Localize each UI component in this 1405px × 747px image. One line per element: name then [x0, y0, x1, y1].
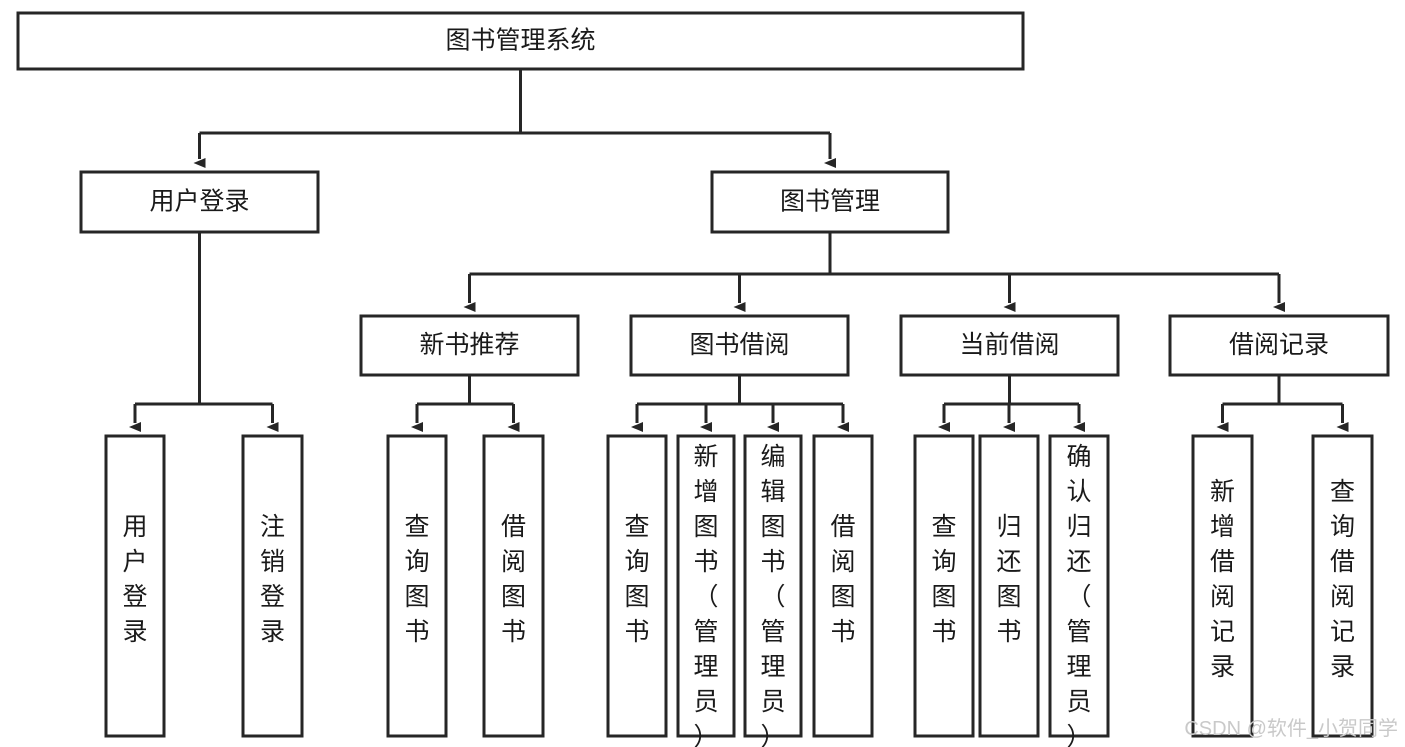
edge-group-record: [1216, 375, 1349, 432]
node-label: 归还图书: [996, 513, 1021, 646]
node-l-cu-conf[interactable]: 确认归还（管理员）: [1048, 434, 1110, 747]
node-label: 借阅图书: [830, 513, 855, 646]
node-label: 图书管理: [780, 188, 880, 216]
node-l-rc-query[interactable]: 查询借阅记录: [1311, 434, 1374, 738]
node-l-logout[interactable]: 注销登录: [241, 434, 304, 738]
node-label: 当前借阅: [959, 331, 1059, 359]
node-current[interactable]: 当前借阅: [899, 314, 1120, 377]
node-borrow[interactable]: 图书借阅: [629, 314, 850, 377]
node-newbook[interactable]: 新书推荐: [359, 314, 580, 377]
node-label: 新增借阅记录: [1210, 478, 1235, 681]
node-label: 用户登录: [122, 513, 147, 646]
node-label: 新书推荐: [419, 331, 519, 359]
node-label: 确认归还（管理员）: [1066, 443, 1091, 747]
node-box: [606, 434, 668, 738]
edge-group-login: [129, 232, 279, 432]
edge-group-root: [193, 69, 836, 168]
node-box: [676, 434, 736, 738]
node-box: [386, 434, 448, 738]
edge-group-borrow: [631, 375, 849, 432]
node-label: 查询图书: [404, 513, 429, 646]
edge-group-newbook: [411, 375, 520, 432]
node-box: [16, 11, 1025, 71]
node-l-bw-add[interactable]: 新增图书（管理员）: [676, 434, 736, 747]
node-box: [482, 434, 545, 738]
node-label: 新增图书（管理员）: [693, 443, 718, 747]
node-box: [241, 434, 304, 738]
node-l-nb-query[interactable]: 查询图书: [386, 434, 448, 738]
node-box: [359, 314, 580, 377]
node-login[interactable]: 用户登录: [79, 170, 320, 234]
edge-group-current: [938, 375, 1085, 432]
node-bookmgmt[interactable]: 图书管理: [710, 170, 950, 234]
node-box: [79, 170, 320, 234]
node-box: [1311, 434, 1374, 738]
node-box: [978, 434, 1040, 738]
node-box: [629, 314, 850, 377]
node-l-login[interactable]: 用户登录: [104, 434, 166, 738]
node-box: [1048, 434, 1110, 738]
node-label: 注销登录: [260, 513, 285, 646]
node-box: [812, 434, 874, 738]
node-label: 查询借阅记录: [1330, 478, 1355, 681]
node-label: 查询图书: [624, 513, 649, 646]
node-box: [1191, 434, 1254, 738]
node-l-cu-query[interactable]: 查询图书: [913, 434, 975, 738]
node-label: 查询图书: [931, 513, 956, 646]
node-root[interactable]: 图书管理系统: [16, 11, 1025, 71]
node-label: 用户登录: [149, 188, 249, 216]
node-label: 图书借阅: [689, 331, 789, 359]
node-box: [743, 434, 803, 738]
node-l-nb-borrow[interactable]: 借阅图书: [482, 434, 545, 738]
node-l-bw-loan[interactable]: 借阅图书: [812, 434, 874, 738]
node-l-bw-edit[interactable]: 编辑图书（管理员）: [743, 434, 803, 747]
node-box: [899, 314, 1120, 377]
node-box: [1168, 314, 1390, 377]
edges-layer: [129, 69, 1349, 432]
node-l-rc-add[interactable]: 新增借阅记录: [1191, 434, 1254, 738]
node-label: 借阅记录: [1229, 331, 1329, 359]
node-label: 图书管理系统: [445, 27, 595, 55]
node-box: [104, 434, 166, 738]
node-box: [913, 434, 975, 738]
node-label: 借阅图书: [501, 513, 526, 646]
node-label: 编辑图书（管理员）: [760, 443, 785, 747]
csdn-watermark: CSDN @软件_小贺同学: [1184, 717, 1398, 740]
nodes-layer: 图书管理系统用户登录图书管理新书推荐图书借阅当前借阅借阅记录用户登录注销登录查询…: [16, 11, 1390, 747]
node-record[interactable]: 借阅记录: [1168, 314, 1390, 377]
node-l-bw-query[interactable]: 查询图书: [606, 434, 668, 738]
node-box: [710, 170, 950, 234]
node-l-cu-ret[interactable]: 归还图书: [978, 434, 1040, 738]
edge-group-bookmgmt: [463, 232, 1285, 312]
